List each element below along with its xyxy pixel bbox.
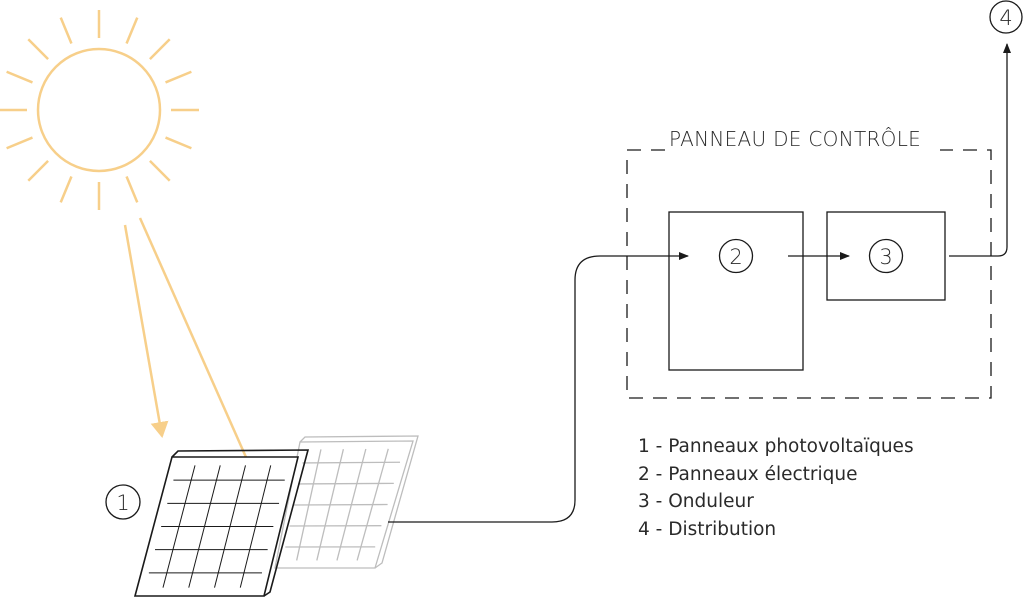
- marker-2-circle: [718, 238, 754, 274]
- panel-grid-line: [336, 448, 367, 561]
- control-panel-boundary: [626, 149, 992, 399]
- marker-1-label: 1: [116, 491, 129, 515]
- connection-wire: [388, 252, 689, 523]
- sunlight-ray-arrow: [123, 224, 169, 438]
- sun-ray: [149, 38, 171, 60]
- sun-icon: [0, 10, 199, 210]
- sun-ray: [165, 70, 192, 84]
- solar-panel-icon: [133, 449, 310, 597]
- legend-item: 2 - Panneaux électrique: [638, 463, 858, 485]
- sun-ray: [125, 176, 139, 203]
- panel-grid-line: [356, 448, 389, 561]
- legend: 1 - Panneaux photovoltaïques 2 - Panneau…: [638, 433, 914, 543]
- sun-ray: [125, 17, 139, 44]
- legend-item: 1 - Panneaux photovoltaïques: [638, 436, 914, 457]
- sun-ray: [59, 17, 73, 44]
- panel-grid-line: [302, 461, 401, 464]
- sun-ray: [149, 160, 171, 182]
- sun-ray: [6, 70, 33, 84]
- distribution-arrow: [949, 43, 1011, 257]
- panel-grid-line: [298, 482, 394, 485]
- sun-ray: [165, 136, 192, 150]
- sun-ray: [27, 160, 49, 182]
- sunlight-ray-arrow: [138, 217, 256, 475]
- ghost-solar-panel-icon: [274, 435, 419, 569]
- marker-3-circle: [868, 238, 904, 274]
- panel-grid-line: [296, 449, 322, 561]
- control-panel-title: PANNEAU DE CONTRÔLE: [669, 127, 921, 151]
- legend-item: 4 - Distribution: [638, 518, 777, 540]
- marker-3-label: 3: [879, 245, 892, 269]
- electrical-panel-box: [668, 211, 804, 371]
- marker-1-circle: [105, 484, 141, 520]
- panel-grid-line: [188, 465, 221, 588]
- sun-ray: [27, 38, 49, 60]
- legend-item: 3 - Onduleur: [638, 491, 754, 513]
- panel-grid-line: [316, 449, 345, 561]
- panel-grid-line: [214, 465, 246, 588]
- marker-2-label: 2: [729, 245, 742, 269]
- sun-ray: [6, 136, 33, 150]
- panel-grid-line: [162, 465, 196, 588]
- marker-4-label: 4: [999, 6, 1012, 30]
- marker-4-circle: [989, 0, 1023, 34]
- sun-ray: [59, 176, 73, 203]
- panel-grid-line: [239, 465, 272, 588]
